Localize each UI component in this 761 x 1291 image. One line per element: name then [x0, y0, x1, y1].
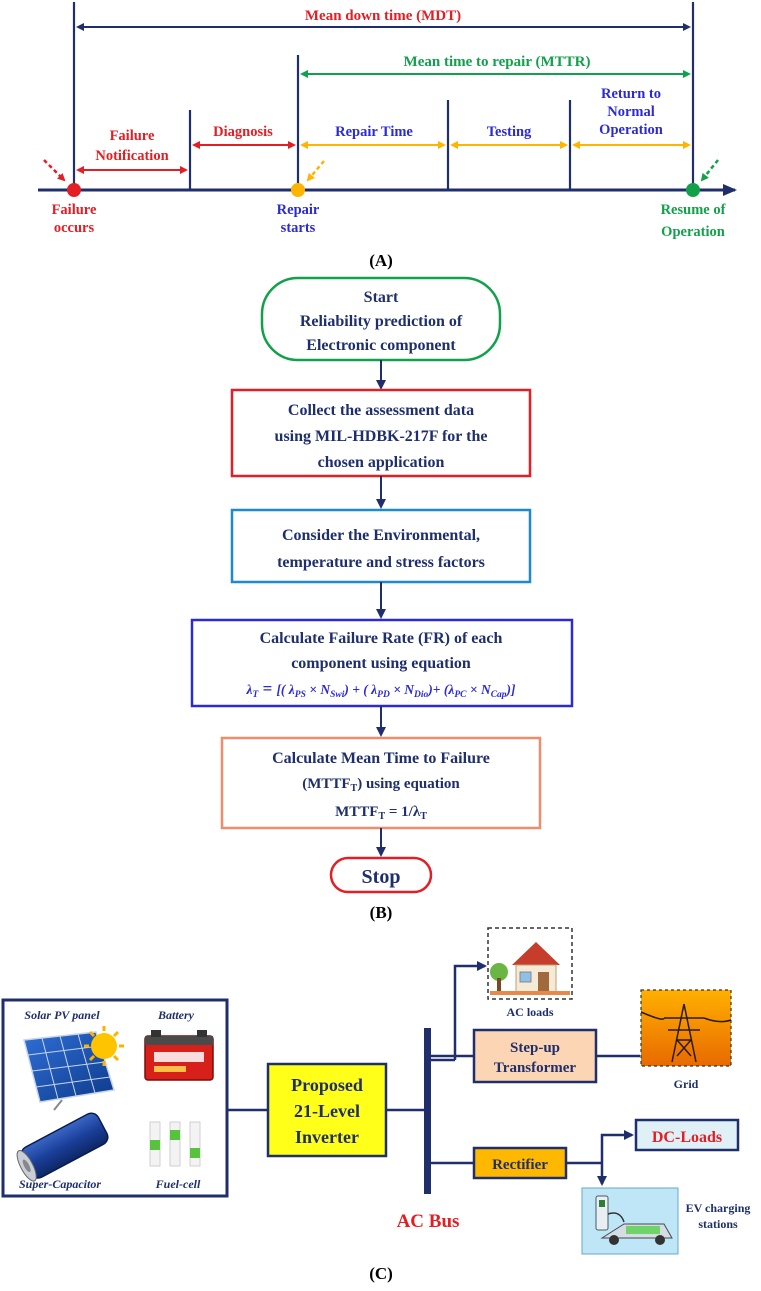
failure-occurs-1: Failure [52, 202, 97, 218]
start-line-2: Reliability prediction of [300, 313, 463, 330]
fr-equation: λT = [( λPS × NSwi) + ( λPD × NDio)+ (λP… [245, 679, 516, 700]
consider-line-2: temperature and stress factors [277, 554, 485, 571]
ac-bus-bar [424, 1028, 431, 1194]
collect-line-3: chosen application [318, 454, 445, 471]
diagnosis-label: Diagnosis [213, 124, 273, 140]
transmission-tower-icon [640, 1003, 732, 1063]
battery-label: Battery [157, 1008, 195, 1022]
failure-occurs-2: occurs [54, 220, 95, 236]
supercap-label: Super-Capacitor [19, 1177, 101, 1191]
return-label-2: Normal [607, 104, 655, 120]
dcloads-label: DC-Loads [652, 1129, 722, 1146]
solar-label: Solar PV panel [24, 1008, 100, 1022]
repair-starts-2: starts [281, 220, 316, 236]
panel-b-label: (B) [370, 903, 393, 922]
inverter-line-2: 21-Level [294, 1101, 360, 1121]
start-line-1: Start [364, 289, 399, 306]
mttr-label: Mean time to repair (MTTR) [404, 54, 591, 70]
ac-bus-label: AC Bus [397, 1211, 460, 1232]
mdt-label: Mean down time (MDT) [305, 8, 461, 24]
panel-a: Mean down time (MDT) Mean time to repair… [38, 2, 737, 270]
testing-label: Testing [487, 124, 532, 140]
grid-box [640, 989, 732, 1067]
stop-label: Stop [362, 866, 401, 888]
stop-terminal [329, 856, 433, 894]
fuelcell-icon [149, 1121, 201, 1167]
return-label-3: Operation [599, 122, 663, 138]
repair-time-label: Repair Time [335, 124, 413, 140]
bus-to-acloads-line [453, 961, 487, 1060]
house-icon [490, 942, 570, 995]
consider-box [230, 508, 532, 584]
notification-label-1: Failure [110, 128, 155, 144]
rect-to-dcloads-line [600, 1130, 634, 1163]
sun-icon [84, 1026, 124, 1066]
notification-label-2: Notification [95, 148, 168, 164]
battery-icon [144, 1030, 214, 1081]
failure-pointer-icon [43, 159, 66, 182]
repair-starts-1: Repair [277, 202, 320, 218]
ev-charging-icon [595, 1195, 673, 1245]
panel-b: Start Reliability prediction of Electron… [190, 276, 574, 922]
calc-fr-line-1: Calculate Failure Rate (FR) of each [260, 630, 503, 647]
collect-line-2: using MIL-HDBK-217F for the [275, 428, 488, 445]
ev-label-1: EV charging [686, 1201, 751, 1215]
resume-2: Operation [661, 224, 725, 240]
panel-c: Solar PV panel Battery Super-Capacitor F… [1, 927, 751, 1283]
grid-label: Grid [674, 1077, 699, 1091]
collect-line-1: Collect the assessment data [288, 402, 474, 419]
resume-1: Resume of [661, 202, 726, 218]
calc-mttf-box [220, 736, 542, 830]
collect-box [230, 388, 532, 478]
inverter-box [266, 1062, 388, 1158]
panel-a-label: (A) [369, 251, 393, 270]
failure-dot [67, 183, 81, 197]
calc-mttf-line-2: (MTTFT) using equation [302, 776, 460, 794]
rectifier-label: Rectifier [492, 1157, 548, 1173]
supercapacitor-icon [16, 1112, 109, 1182]
inverter-line-1: Proposed [291, 1075, 363, 1095]
resume-dot [686, 183, 700, 197]
start-line-3: Electronic component [306, 337, 456, 354]
rectifier-box [472, 1146, 568, 1180]
consider-line-1: Consider the Environmental, [282, 527, 480, 544]
repair-dot [291, 183, 305, 197]
ev-label-2: stations [698, 1217, 738, 1231]
panel-c-label: (C) [369, 1264, 393, 1283]
repair-pointer-icon [306, 160, 325, 182]
transformer-line-1: Step-up [510, 1040, 560, 1056]
return-label-1: Return to [601, 86, 661, 102]
inverter-line-3: Inverter [295, 1127, 359, 1147]
resume-pointer-icon [700, 159, 719, 182]
transformer-line-2: Transformer [494, 1060, 577, 1076]
acloads-label: AC loads [506, 1005, 553, 1019]
calc-fr-box [190, 618, 574, 708]
dcloads-box [634, 1118, 740, 1152]
mttf-equation: MTTFT = 1/λT [335, 804, 427, 822]
calc-mttf-line-1: Calculate Mean Time to Failure [272, 750, 490, 767]
fuelcell-label: Fuel-cell [155, 1177, 201, 1191]
calc-fr-line-2: component using equation [291, 655, 471, 672]
